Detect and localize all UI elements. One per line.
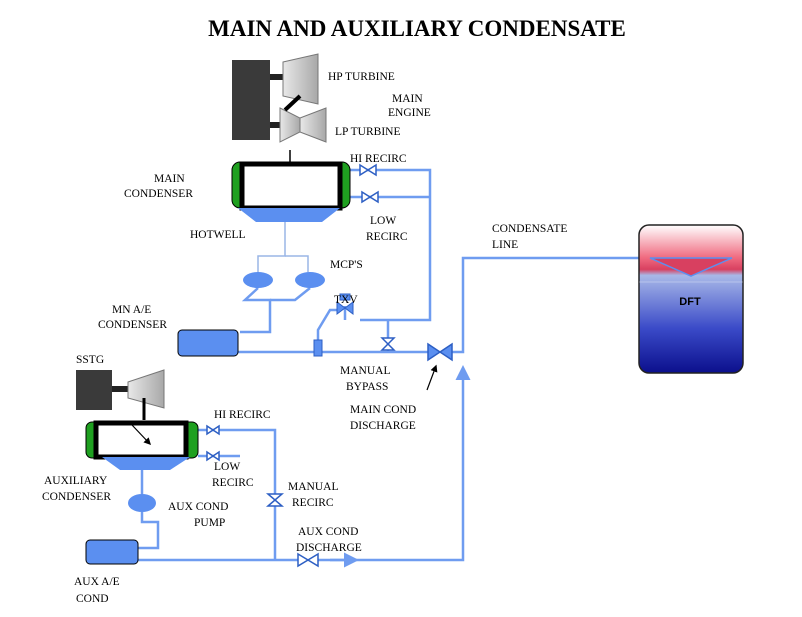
manual-recirc-label-2: RECIRC: [292, 497, 334, 509]
hp-turbine-label: HP TURBINE: [328, 71, 395, 83]
main-cond-discharge-label: MAIN COND: [350, 404, 416, 416]
aux-cond-pump-label: AUX COND: [168, 501, 228, 513]
aux-ae-cond: [85, 539, 139, 565]
dft-label: DFT: [679, 296, 701, 308]
low-recirc-main-label-2: RECIRC: [366, 231, 408, 243]
mn-ae-condenser-label-2: CONDENSER: [98, 319, 167, 331]
low-recirc-aux-label: LOW: [214, 461, 240, 473]
aux-cond-discharge-label: AUX COND: [298, 526, 358, 538]
aux-cond-pump-label-2: PUMP: [194, 517, 225, 529]
sstg-turbine-icon: [127, 369, 165, 409]
low-recirc-main-label: LOW: [370, 215, 396, 227]
auxiliary-condenser-label-2: CONDENSER: [42, 491, 111, 503]
lp-turbine-icon-2: [299, 107, 327, 143]
mcp2-discharge-pipe: [270, 287, 311, 302]
main-condenser: [231, 161, 351, 222]
turbine-crossover: [283, 94, 302, 112]
mn-ae-condenser: [177, 329, 239, 357]
low-recirc-aux-label-2: RECIRC: [212, 477, 254, 489]
main-condenser-label: MAIN: [154, 173, 185, 185]
hp-turbine-icon: [282, 53, 319, 105]
aux-pump-discharge-pipe: [138, 512, 160, 550]
manual-recirc-valve[interactable]: [265, 493, 285, 507]
main-engine-label-2: ENGINE: [388, 107, 431, 119]
main-cond-discharge-label-2: DISCHARGE: [350, 420, 416, 432]
main-condenser-shell: [239, 161, 343, 211]
main-cond-discharge-pointer: [426, 364, 438, 391]
main-cond-discharge-valve[interactable]: [427, 342, 453, 362]
hi-recirc-main-label: HI RECIRC: [350, 153, 407, 165]
aux-condenser-shell: [93, 420, 189, 460]
main-shaft-bottom: [270, 122, 284, 128]
aux-ae-cond-label-2: COND: [76, 593, 109, 605]
auxiliary-condenser: [85, 420, 199, 470]
condensate-line-label: CONDENSATE: [492, 223, 567, 235]
aux-hi-recirc-pipe: [198, 428, 277, 560]
mcp-pump-2: [295, 272, 325, 288]
main-hi-recirc-valve[interactable]: [359, 163, 377, 177]
txv-label: TXV: [334, 294, 358, 306]
sstg-label: SSTG: [76, 354, 104, 366]
sstg-generator-block: [76, 370, 112, 410]
manual-recirc-label: MANUAL: [288, 481, 338, 493]
aux-cond-discharge-label-2: DISCHARGE: [296, 542, 362, 554]
mn-ae-condenser-label: MN A/E: [112, 304, 151, 316]
dft-tank: [638, 224, 744, 374]
hotwell-to-mcp-pipe: [257, 222, 286, 272]
condensate-line-pipe: [452, 256, 720, 354]
manual-bypass-label: MANUAL: [340, 365, 390, 377]
aux-cond-pump: [128, 494, 156, 512]
txv-valve[interactable]: [336, 293, 354, 315]
aux-ae-cond-label: AUX A/E: [74, 576, 120, 588]
sstg: [76, 369, 165, 420]
aux-exhaust-arrow: [131, 424, 151, 446]
hotwell-label: HOTWELL: [190, 229, 246, 241]
main-low-recirc-valve[interactable]: [361, 190, 379, 204]
main-condenser-label-2: CONDENSER: [124, 188, 193, 200]
hotwell-to-mcp2-pipe: [285, 255, 309, 272]
diagram-title: MAIN AND AUXILIARY CONDENSATE: [208, 16, 626, 41]
main-hi-recirc-pipe: [340, 168, 432, 322]
main-engine-label: MAIN: [392, 93, 423, 105]
main-generator-block: [232, 60, 270, 140]
mcp-pump-1: [243, 272, 273, 288]
hotwell-icon: [238, 208, 340, 222]
aux-low-recirc-valve[interactable]: [206, 450, 220, 462]
hi-recirc-aux-label: HI RECIRC: [214, 409, 271, 421]
lp-turbine-label: LP TURBINE: [335, 126, 401, 138]
condensate-line-label-2: LINE: [492, 239, 518, 251]
main-shaft-top: [270, 74, 284, 80]
auxiliary-condenser-label: AUXILIARY: [44, 475, 108, 487]
manual-bypass-valve[interactable]: [380, 337, 396, 351]
dft-spray-cone: [649, 257, 733, 277]
aux-discharge-pipe-2: [318, 365, 471, 562]
aux-cond-discharge-valve[interactable]: [297, 552, 319, 568]
sstg-shaft: [112, 386, 130, 392]
manual-bypass-label-2: BYPASS: [346, 381, 388, 393]
lp-turbine-icon: [279, 107, 301, 143]
main-engine: [232, 53, 327, 184]
mcp-discharge-pipe: [240, 287, 272, 334]
aux-hi-recirc-valve[interactable]: [206, 424, 220, 436]
aux-hotwell-icon: [102, 457, 190, 470]
txv-sensing-bulb: [313, 339, 323, 357]
mcps-label: MCP'S: [330, 259, 363, 271]
